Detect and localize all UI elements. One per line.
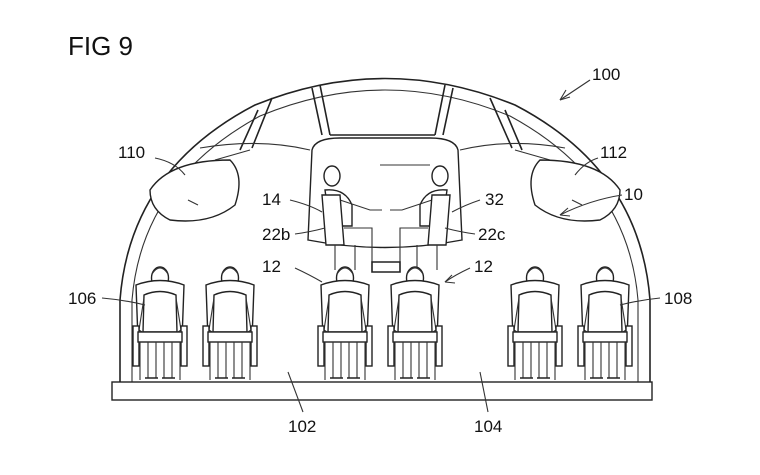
upper-passenger-right bbox=[390, 165, 451, 270]
figure-title: FIG 9 bbox=[68, 31, 133, 61]
label-aisle-left: 102 bbox=[288, 417, 316, 436]
label-upper-seat-left: 14 bbox=[262, 190, 281, 209]
label-lower-seat-right: 12 bbox=[474, 257, 493, 276]
overhead-bin-right bbox=[530, 159, 621, 222]
label-upper-seat-right: 32 bbox=[485, 190, 504, 209]
passenger-seat bbox=[317, 266, 373, 381]
seat-row-left bbox=[132, 266, 258, 381]
passenger-seat bbox=[387, 266, 443, 381]
passenger-seat bbox=[507, 266, 563, 381]
label-side-seat-right: 108 bbox=[664, 289, 692, 308]
overhead-bin-left bbox=[149, 159, 240, 222]
bin-handles bbox=[187, 199, 583, 206]
passenger-seat bbox=[132, 266, 188, 381]
label-bin-left: 110 bbox=[118, 143, 145, 162]
passenger-seat bbox=[577, 266, 633, 381]
label-aisle-right: 104 bbox=[474, 417, 502, 436]
cabin-floor bbox=[111, 381, 653, 401]
label-lower-seat-left: 12 bbox=[262, 257, 281, 276]
seat-row-center bbox=[317, 266, 443, 381]
label-upper-cabin: 10 bbox=[624, 185, 643, 204]
upper-frame-structure bbox=[199, 84, 566, 161]
upper-footrest bbox=[371, 261, 401, 273]
upper-passenger-left bbox=[321, 165, 382, 270]
label-side-seat-left: 106 bbox=[68, 289, 96, 308]
label-seat-frame-left: 22b bbox=[262, 225, 290, 244]
passenger-seat bbox=[202, 266, 258, 381]
label-fuselage: 100 bbox=[592, 65, 620, 84]
leader-lines bbox=[101, 79, 661, 413]
label-bin-right: 112 bbox=[600, 143, 627, 162]
label-seat-frame-right: 22c bbox=[478, 225, 506, 244]
seat-row-right bbox=[507, 266, 633, 381]
